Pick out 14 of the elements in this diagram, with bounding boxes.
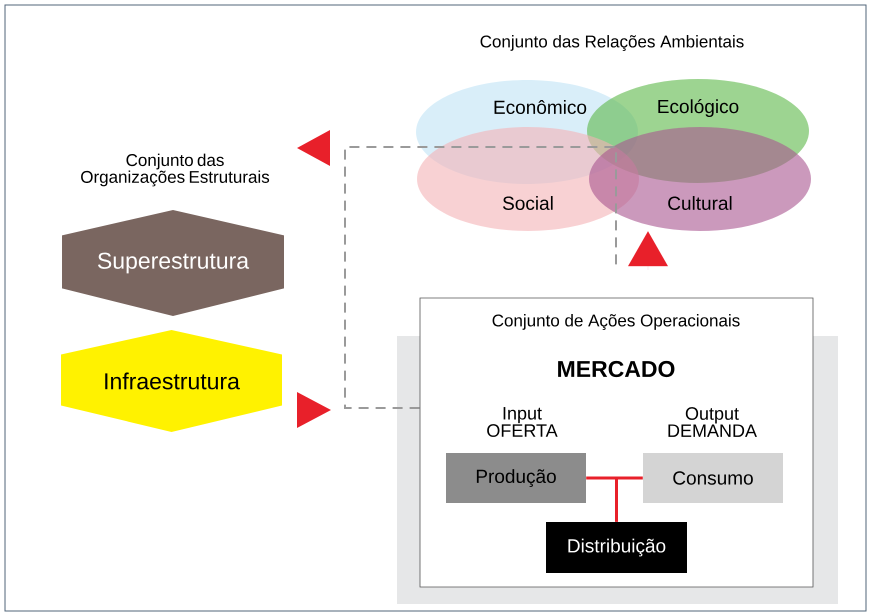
box-heading: Conjunto de Ações Operacionais xyxy=(492,314,740,330)
process-box: Distribuição xyxy=(546,522,687,573)
hexagon: Superestrutura xyxy=(62,210,284,316)
box-caption: Input OFERTA xyxy=(487,407,558,437)
process-box: Produção xyxy=(446,453,586,503)
group-heading: Conjunto das Relações Ambientais xyxy=(480,35,744,51)
group-heading: Conjunto das Organizações Estruturais xyxy=(81,154,270,186)
connector xyxy=(615,476,643,522)
process-box: Consumo xyxy=(643,453,783,503)
block-arrow xyxy=(628,231,668,270)
box-title: MERCADO xyxy=(558,360,674,378)
box-caption: Output DEMANDA xyxy=(668,407,757,437)
hexagon: Infraestrutura xyxy=(61,330,282,432)
connector xyxy=(344,146,617,409)
